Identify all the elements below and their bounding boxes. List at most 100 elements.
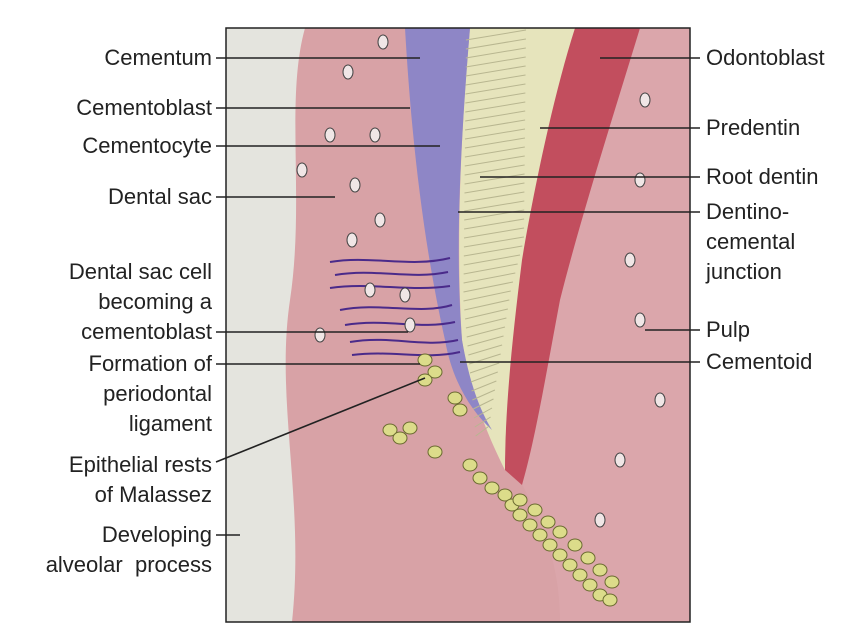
dentin-layer [459, 28, 575, 470]
label-line: Dentino- [706, 199, 790, 224]
alveolar-bone [226, 28, 305, 622]
label-dental-sac-cell: Dental sac cell becoming a cementoblast [69, 257, 212, 347]
cell [639, 92, 651, 108]
epithelial-rest-cell [484, 481, 500, 495]
cell [594, 512, 606, 528]
epithelial-rest-cell [427, 445, 443, 459]
dentin-tubule [465, 317, 507, 329]
epithelial-rest-cell [417, 353, 433, 367]
cementum-layer [405, 28, 492, 430]
cell [654, 392, 666, 408]
dentin-tubule [464, 200, 525, 212]
epithelial-rest-cell [462, 458, 478, 472]
dentin-tubule [466, 326, 506, 338]
label-line: Developing [101, 522, 212, 547]
dentin-tubule [464, 137, 526, 149]
cell [324, 127, 336, 143]
label-alveolar: Developing alveolar process [46, 520, 212, 580]
dentin-tubules [463, 29, 527, 437]
label-line: cemental [706, 229, 796, 254]
epithelial-rest-cell [552, 525, 568, 539]
dentin-tubule [465, 83, 526, 95]
cell [364, 282, 376, 298]
dentin-tubule [464, 164, 525, 176]
epithelial-rest-cell [542, 538, 558, 552]
label-line: becoming a [98, 289, 212, 314]
epithelial-rest-cell [497, 488, 513, 502]
label-line: Dental sac cell [68, 259, 212, 284]
epithelial-rest-cell [447, 391, 463, 405]
epithelial-rest-cell [532, 528, 548, 542]
epithelial-rest-cell [452, 403, 468, 417]
label-dentinocemental: Dentino- cemental junction [706, 197, 795, 287]
epithelial-rest-cell [392, 431, 408, 445]
dentin-tubule [474, 416, 491, 428]
dentin-tubule [469, 362, 500, 374]
dentin-tubule [465, 74, 526, 86]
dentin-tubule [468, 344, 503, 356]
dentin-tubule [463, 245, 523, 257]
dentin-tubule [464, 146, 525, 158]
dentin-tubule [472, 398, 494, 410]
dentin-tubule [465, 56, 526, 68]
label-dental-sac: Dental sac [108, 184, 212, 209]
cell [634, 172, 646, 188]
label-root-dentin: Root dentin [706, 164, 819, 189]
label-line: Epithelial rests [68, 452, 212, 477]
dentin-tubule [465, 110, 526, 122]
leader-lines [215, 57, 700, 536]
leader-epithelial [215, 377, 426, 463]
dentin-tubule [464, 182, 525, 194]
dentin-tubule [464, 218, 525, 230]
epithelial-rest-cell [552, 548, 568, 562]
epithelial-rest-cell [402, 421, 418, 435]
epithelial-rest-cell [562, 558, 578, 572]
label-cementum: Cementum [104, 45, 212, 70]
dentin-tubule [463, 281, 514, 293]
dentin-tubule [463, 290, 511, 302]
dentin-tubule [464, 128, 526, 140]
dentin-tubule [472, 389, 496, 401]
epithelial-rest-cell [427, 365, 443, 379]
label-line: ligament [128, 411, 212, 436]
dentin-tubule [463, 236, 525, 248]
figure-frame [225, 27, 691, 623]
label-predentin: Predentin [706, 115, 801, 140]
sac-cells [296, 34, 666, 528]
dentin-tubule [475, 425, 490, 437]
label-pulp: Pulp [706, 317, 751, 342]
epithelial-rest-cell [540, 515, 556, 529]
epithelial-rest-cell [527, 503, 543, 517]
cell [342, 64, 354, 80]
epithelial-rest-cell [580, 551, 596, 565]
epithelial-rest-cell [472, 471, 488, 485]
epithelial-rest-cell [602, 593, 618, 607]
dentin-tubule [464, 299, 510, 311]
label-line: cementoblast [81, 319, 212, 344]
cell [374, 212, 386, 228]
cell [346, 232, 358, 248]
dentin-tubule [465, 119, 526, 131]
epithelial-rest-cell [512, 508, 528, 522]
label-line: of Malassez [94, 482, 212, 507]
dentin-tubule [467, 335, 504, 347]
cell [399, 287, 411, 303]
cell [404, 317, 416, 333]
dentin-tubule [463, 227, 525, 239]
epithelial-rest-cell [567, 538, 583, 552]
cell [296, 162, 308, 178]
label-epithelial-rests: Epithelial rests of Malassez [69, 450, 212, 510]
dentin-tubule [465, 47, 526, 59]
cell [614, 452, 626, 468]
cell [349, 177, 361, 193]
dentin-tubule [465, 101, 526, 113]
label-cementocyte: Cementocyte [82, 133, 212, 158]
dentin-tubule [465, 92, 526, 104]
epithelial-rest-cell [512, 493, 528, 507]
dentin-tubule [465, 65, 526, 77]
label-line: junction [706, 259, 782, 284]
epithelial-rest-cell [582, 578, 598, 592]
odontoblast-layer [505, 28, 640, 485]
cell [634, 312, 646, 328]
